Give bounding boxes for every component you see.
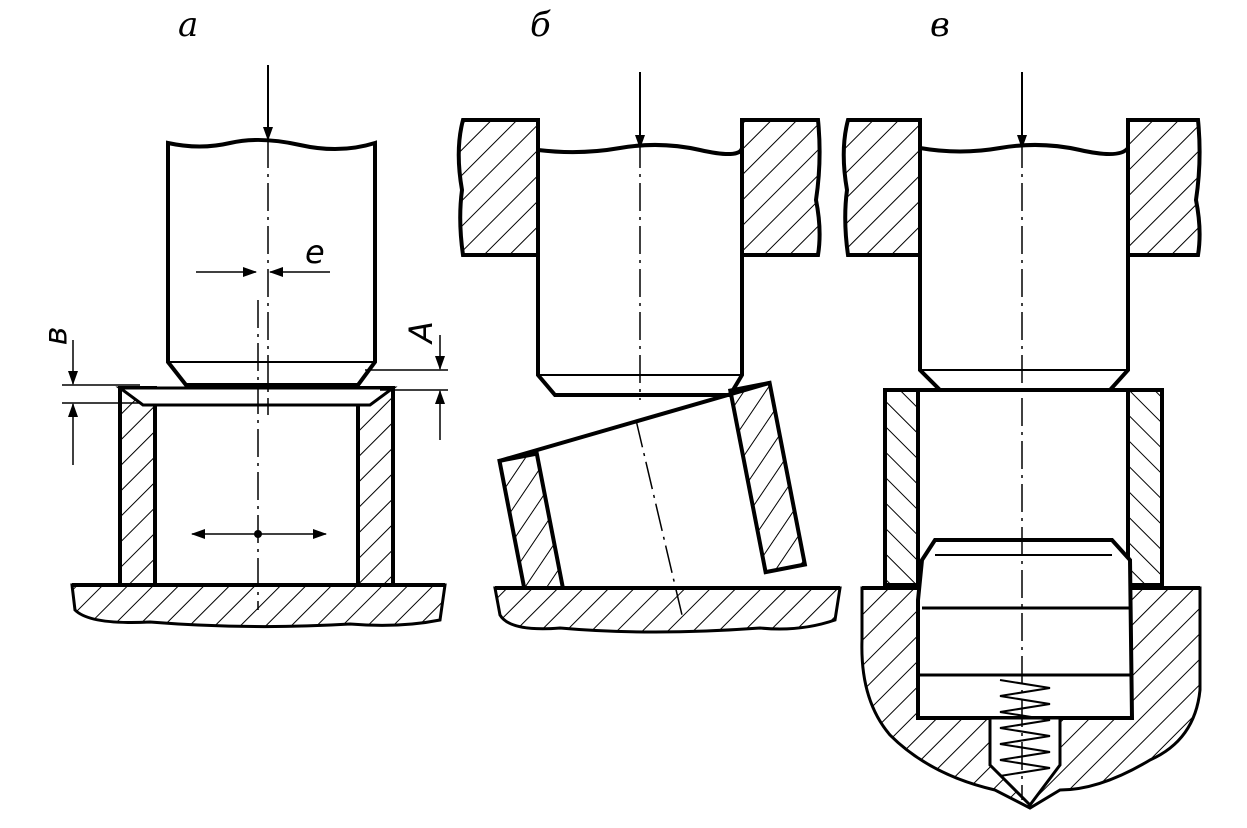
dimension-label-e: e bbox=[305, 233, 325, 271]
dimension-label-a: A bbox=[401, 321, 440, 343]
washer-right-wall-a bbox=[356, 386, 395, 587]
guide-left-b bbox=[456, 118, 540, 257]
panel-label-c: в bbox=[930, 5, 950, 45]
panel-label-a: а bbox=[178, 5, 199, 45]
punch-a bbox=[166, 137, 377, 387]
punch-c bbox=[918, 141, 1130, 392]
washer-left-wall-c bbox=[883, 388, 920, 587]
spring-bore-c bbox=[988, 716, 1062, 808]
washer-right-wall-c bbox=[1126, 388, 1164, 587]
panel-c-diagram bbox=[841, 72, 1202, 810]
guide-right-b bbox=[740, 118, 822, 257]
guide-left-c bbox=[841, 118, 922, 257]
spring-c bbox=[999, 679, 1051, 777]
panel-b-diagram bbox=[456, 72, 842, 634]
dimension-label-b: в bbox=[36, 326, 75, 346]
base-b bbox=[493, 586, 842, 634]
guide-right-c bbox=[1126, 118, 1202, 257]
washer-left-wall-a bbox=[118, 386, 157, 587]
panel-label-b: б bbox=[530, 5, 551, 45]
panel-a-diagram bbox=[62, 65, 448, 629]
